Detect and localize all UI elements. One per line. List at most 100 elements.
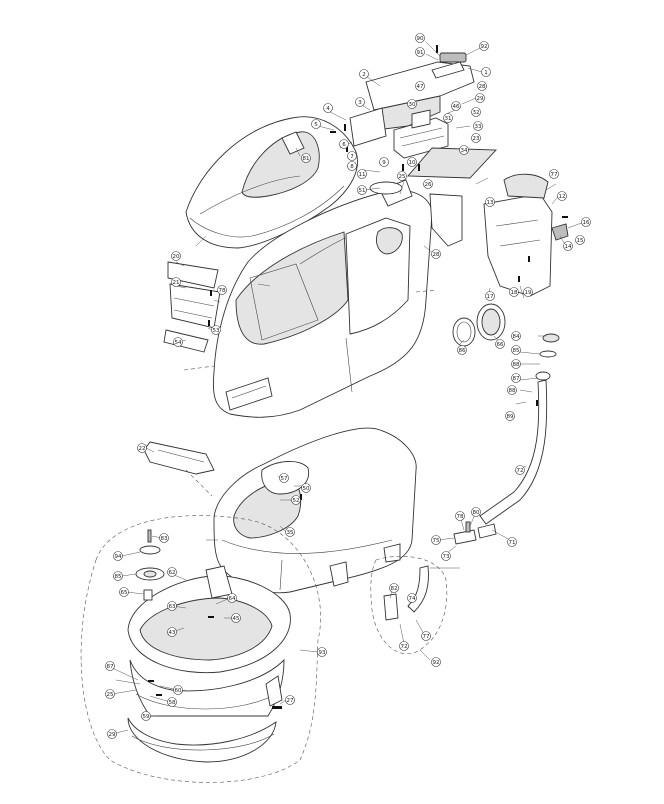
callout-8: 8 bbox=[347, 161, 357, 171]
callout-88b: 88 bbox=[507, 385, 517, 395]
drain-hose bbox=[479, 333, 560, 525]
callout-28b: 28 bbox=[431, 249, 441, 259]
callout-5: 5 bbox=[311, 119, 321, 129]
group-boundaries bbox=[80, 289, 448, 783]
callout-54: 54 bbox=[173, 337, 183, 347]
callout-14: 14 bbox=[563, 241, 573, 251]
svg-text:58: 58 bbox=[169, 700, 176, 706]
callout-4: 4 bbox=[323, 103, 333, 113]
callout-16: 16 bbox=[581, 217, 591, 227]
callout-77: 77 bbox=[549, 169, 559, 179]
svg-text:8: 8 bbox=[350, 164, 354, 170]
svg-text:89: 89 bbox=[507, 414, 514, 420]
svg-text:85: 85 bbox=[115, 574, 122, 580]
svg-text:66: 66 bbox=[497, 342, 504, 348]
svg-text:2: 2 bbox=[362, 72, 366, 78]
callout-90: 90 bbox=[415, 33, 425, 43]
callout-52: 52 bbox=[291, 495, 301, 505]
callout-43: 43 bbox=[167, 627, 177, 637]
svg-text:17: 17 bbox=[487, 294, 494, 300]
callout-78b: 78 bbox=[455, 511, 465, 521]
callout-group-93: 93 bbox=[317, 647, 327, 657]
callout-91: 91 bbox=[415, 47, 425, 57]
svg-text:50: 50 bbox=[303, 486, 310, 492]
svg-text:82: 82 bbox=[391, 586, 398, 592]
svg-text:25: 25 bbox=[107, 692, 114, 698]
svg-text:90: 90 bbox=[417, 36, 424, 42]
svg-text:15: 15 bbox=[577, 238, 584, 244]
callout-86: 86 bbox=[457, 345, 467, 355]
hardware-screws bbox=[148, 45, 568, 709]
svg-text:64: 64 bbox=[229, 596, 236, 602]
svg-text:10: 10 bbox=[409, 160, 416, 166]
svg-text:4: 4 bbox=[326, 106, 330, 112]
svg-text:46: 46 bbox=[453, 104, 460, 110]
svg-text:22: 22 bbox=[139, 446, 146, 452]
callout-66: 66 bbox=[495, 339, 505, 349]
callout-51: 51 bbox=[357, 185, 367, 195]
svg-text:75: 75 bbox=[433, 538, 440, 544]
svg-text:57: 57 bbox=[281, 476, 288, 482]
svg-text:23: 23 bbox=[473, 136, 480, 142]
svg-text:21: 21 bbox=[173, 280, 180, 286]
svg-text:78: 78 bbox=[219, 288, 226, 294]
callout-47: 47 bbox=[415, 81, 425, 91]
valve-fittings bbox=[453, 521, 497, 545]
callout-85: 85 bbox=[511, 345, 521, 355]
svg-text:27: 27 bbox=[287, 698, 294, 704]
svg-text:74: 74 bbox=[409, 596, 416, 602]
svg-text:88: 88 bbox=[509, 388, 516, 394]
svg-text:72: 72 bbox=[401, 644, 408, 650]
callout-25: 25 bbox=[397, 171, 407, 181]
callout-83: 83 bbox=[159, 533, 169, 543]
callout-77b: 77 bbox=[421, 631, 431, 641]
callout-26: 26 bbox=[423, 179, 433, 189]
svg-text:92: 92 bbox=[433, 660, 440, 666]
callout-87b: 87 bbox=[105, 661, 115, 671]
callout-82: 82 bbox=[389, 583, 399, 593]
svg-text:33: 33 bbox=[475, 124, 482, 130]
callout-87: 87 bbox=[511, 373, 521, 383]
svg-text:63: 63 bbox=[169, 604, 176, 610]
callout-18: 18 bbox=[509, 287, 519, 297]
callout-58: 58 bbox=[167, 697, 177, 707]
callout-64: 64 bbox=[227, 593, 237, 603]
svg-text:62: 62 bbox=[169, 570, 176, 576]
svg-text:31: 31 bbox=[445, 116, 452, 122]
callout-23: 23 bbox=[471, 133, 481, 143]
callout-45: 45 bbox=[231, 613, 241, 623]
circuit-board bbox=[349, 107, 498, 179]
callout-57: 57 bbox=[279, 473, 289, 483]
callout-7: 7 bbox=[347, 151, 357, 161]
callout-89: 89 bbox=[505, 411, 515, 421]
callout-13: 13 bbox=[485, 197, 495, 207]
svg-text:16: 16 bbox=[583, 220, 590, 226]
callout-65: 65 bbox=[119, 587, 129, 597]
svg-text:7: 7 bbox=[350, 154, 354, 160]
svg-text:78: 78 bbox=[457, 514, 464, 520]
svg-text:72: 72 bbox=[517, 468, 524, 474]
callout-50: 50 bbox=[301, 483, 311, 493]
svg-text:59: 59 bbox=[143, 714, 150, 720]
svg-text:65: 65 bbox=[121, 590, 128, 596]
callout-92b: 92 bbox=[431, 657, 441, 667]
recovery-tank-body bbox=[212, 179, 433, 418]
svg-text:80: 80 bbox=[473, 510, 480, 516]
callout-35: 35 bbox=[285, 527, 295, 537]
callout-32: 32 bbox=[471, 107, 481, 117]
svg-text:88: 88 bbox=[513, 362, 520, 368]
callout-6: 6 bbox=[339, 139, 349, 149]
small-hose bbox=[383, 565, 429, 621]
svg-text:77: 77 bbox=[423, 634, 430, 640]
filter-ring bbox=[452, 303, 506, 347]
svg-text:14: 14 bbox=[565, 244, 572, 250]
svg-text:84: 84 bbox=[513, 334, 520, 340]
callout-9: 9 bbox=[379, 157, 389, 167]
callout-10: 10 bbox=[407, 157, 417, 167]
svg-text:53: 53 bbox=[213, 328, 220, 334]
callout-17: 17 bbox=[485, 291, 495, 301]
svg-text:45: 45 bbox=[233, 616, 240, 622]
side-trays bbox=[163, 261, 221, 353]
svg-text:77: 77 bbox=[551, 172, 558, 178]
